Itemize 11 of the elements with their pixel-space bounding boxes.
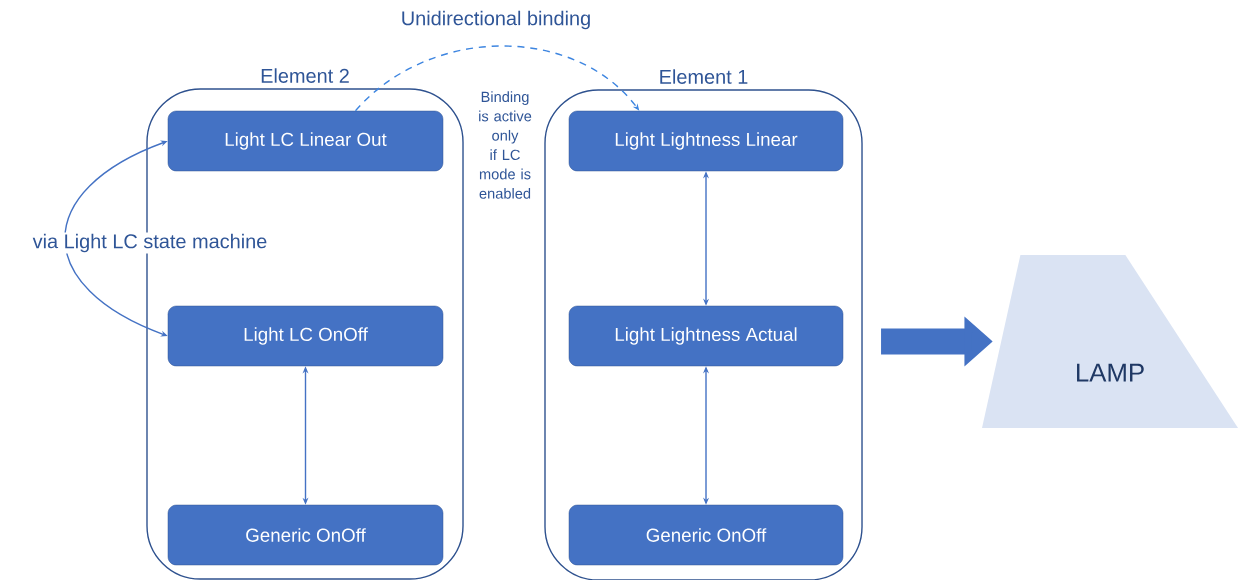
element-heading: Element 2 [261,68,349,83]
edge-label: via Light LC state machine [31,232,269,254]
state-box: Light Lightness Linear [568,110,844,172]
edge-label: Unidirectional binding [399,9,593,31]
state-box: Light Lightness Actual [568,305,844,367]
element-heading: Element 1 [660,69,748,84]
state-box: Light LC Linear Out [167,110,444,172]
state-box: Generic OnOff [568,504,844,566]
state-box: Light LC OnOff [167,305,444,367]
state-box: Generic OnOff [167,504,444,566]
note-text: Binding is active only if LC mode is enabled [479,91,532,199]
